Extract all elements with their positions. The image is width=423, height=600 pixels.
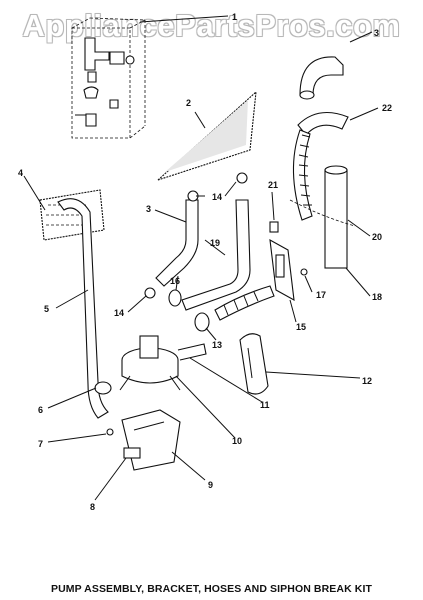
part-9-bracket[interactable]	[121, 409, 181, 471]
part-10-pump[interactable]	[119, 335, 207, 391]
callout-10: 10	[232, 436, 242, 446]
callout-15: 15	[296, 322, 306, 332]
part-4-bracket[interactable]	[39, 189, 105, 241]
callout-5: 5	[44, 304, 49, 314]
callout-20: 20	[372, 232, 382, 242]
callout-14: 14	[114, 308, 124, 318]
callout-1: 1	[232, 12, 237, 22]
callout-19: 19	[210, 238, 220, 248]
part-2-panel[interactable]	[157, 90, 257, 181]
callout-11: 11	[260, 400, 270, 410]
callout-18: 18	[372, 292, 382, 302]
part-21-clip[interactable]	[269, 221, 279, 233]
part-3-drain-hose[interactable]	[155, 199, 199, 287]
callout-3: 3	[146, 204, 151, 214]
part-14-clamp[interactable]	[144, 287, 156, 299]
part-14-clamp[interactable]	[236, 172, 248, 184]
diagram-caption: PUMP ASSEMBLY, BRACKET, HOSES AND SIPHON…	[50, 583, 372, 595]
part-12-cover[interactable]	[239, 333, 269, 395]
callout-7: 7	[38, 439, 43, 449]
callout-6: 6	[38, 405, 43, 415]
callout-17: 17	[316, 290, 326, 300]
part-20-line	[289, 199, 356, 227]
part-7-screw[interactable]	[106, 428, 114, 436]
leader-lines	[23, 15, 379, 501]
part-3-top-elbow[interactable]	[299, 56, 344, 100]
callout-8: 8	[90, 502, 95, 512]
part-5-long-hose[interactable]	[57, 198, 109, 419]
callout-22: 22	[382, 103, 392, 113]
callout-13: 13	[212, 340, 222, 350]
watermark-logo: AppliancePartsPros.com	[22, 8, 401, 43]
callout-21: 21	[268, 180, 278, 190]
part-17-screw[interactable]	[300, 268, 308, 276]
part-22-corrugated-hose[interactable]	[292, 111, 349, 221]
part-19-hose[interactable]	[181, 199, 251, 311]
part-1-kit-box[interactable]	[71, 17, 146, 139]
callout-12: 12	[362, 376, 372, 386]
callout-3-top: 3	[374, 28, 379, 38]
part-18-standpipe[interactable]	[324, 165, 348, 269]
part-15-siphon-bracket[interactable]	[269, 238, 295, 302]
callout-2: 2	[186, 98, 191, 108]
part-6-clamp[interactable]	[94, 381, 112, 395]
callout-16: 16	[170, 276, 180, 286]
part-16-coupling[interactable]	[168, 289, 182, 307]
callout-4: 4	[18, 168, 23, 178]
part-8-clip[interactable]	[123, 447, 141, 459]
part-13-coupling[interactable]	[194, 312, 210, 332]
part-connector-hose[interactable]	[214, 285, 275, 321]
callout-14b: 14	[212, 192, 222, 202]
callout-9: 9	[208, 480, 213, 490]
